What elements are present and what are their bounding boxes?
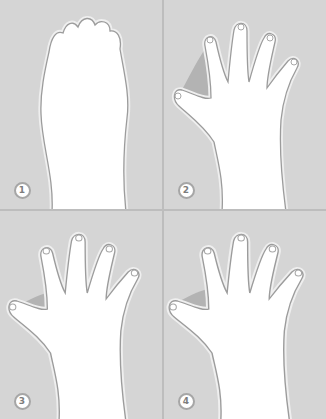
- callout-number: 2: [183, 186, 189, 195]
- callout-number: 2: [178, 182, 195, 199]
- callout-number: 4: [183, 397, 189, 406]
- callout-number: 3: [14, 393, 31, 410]
- callout-number: 1: [14, 182, 31, 199]
- callout-number: 1: [19, 186, 25, 195]
- callout-number: 3: [19, 397, 25, 406]
- callout-number: 4: [178, 393, 195, 410]
